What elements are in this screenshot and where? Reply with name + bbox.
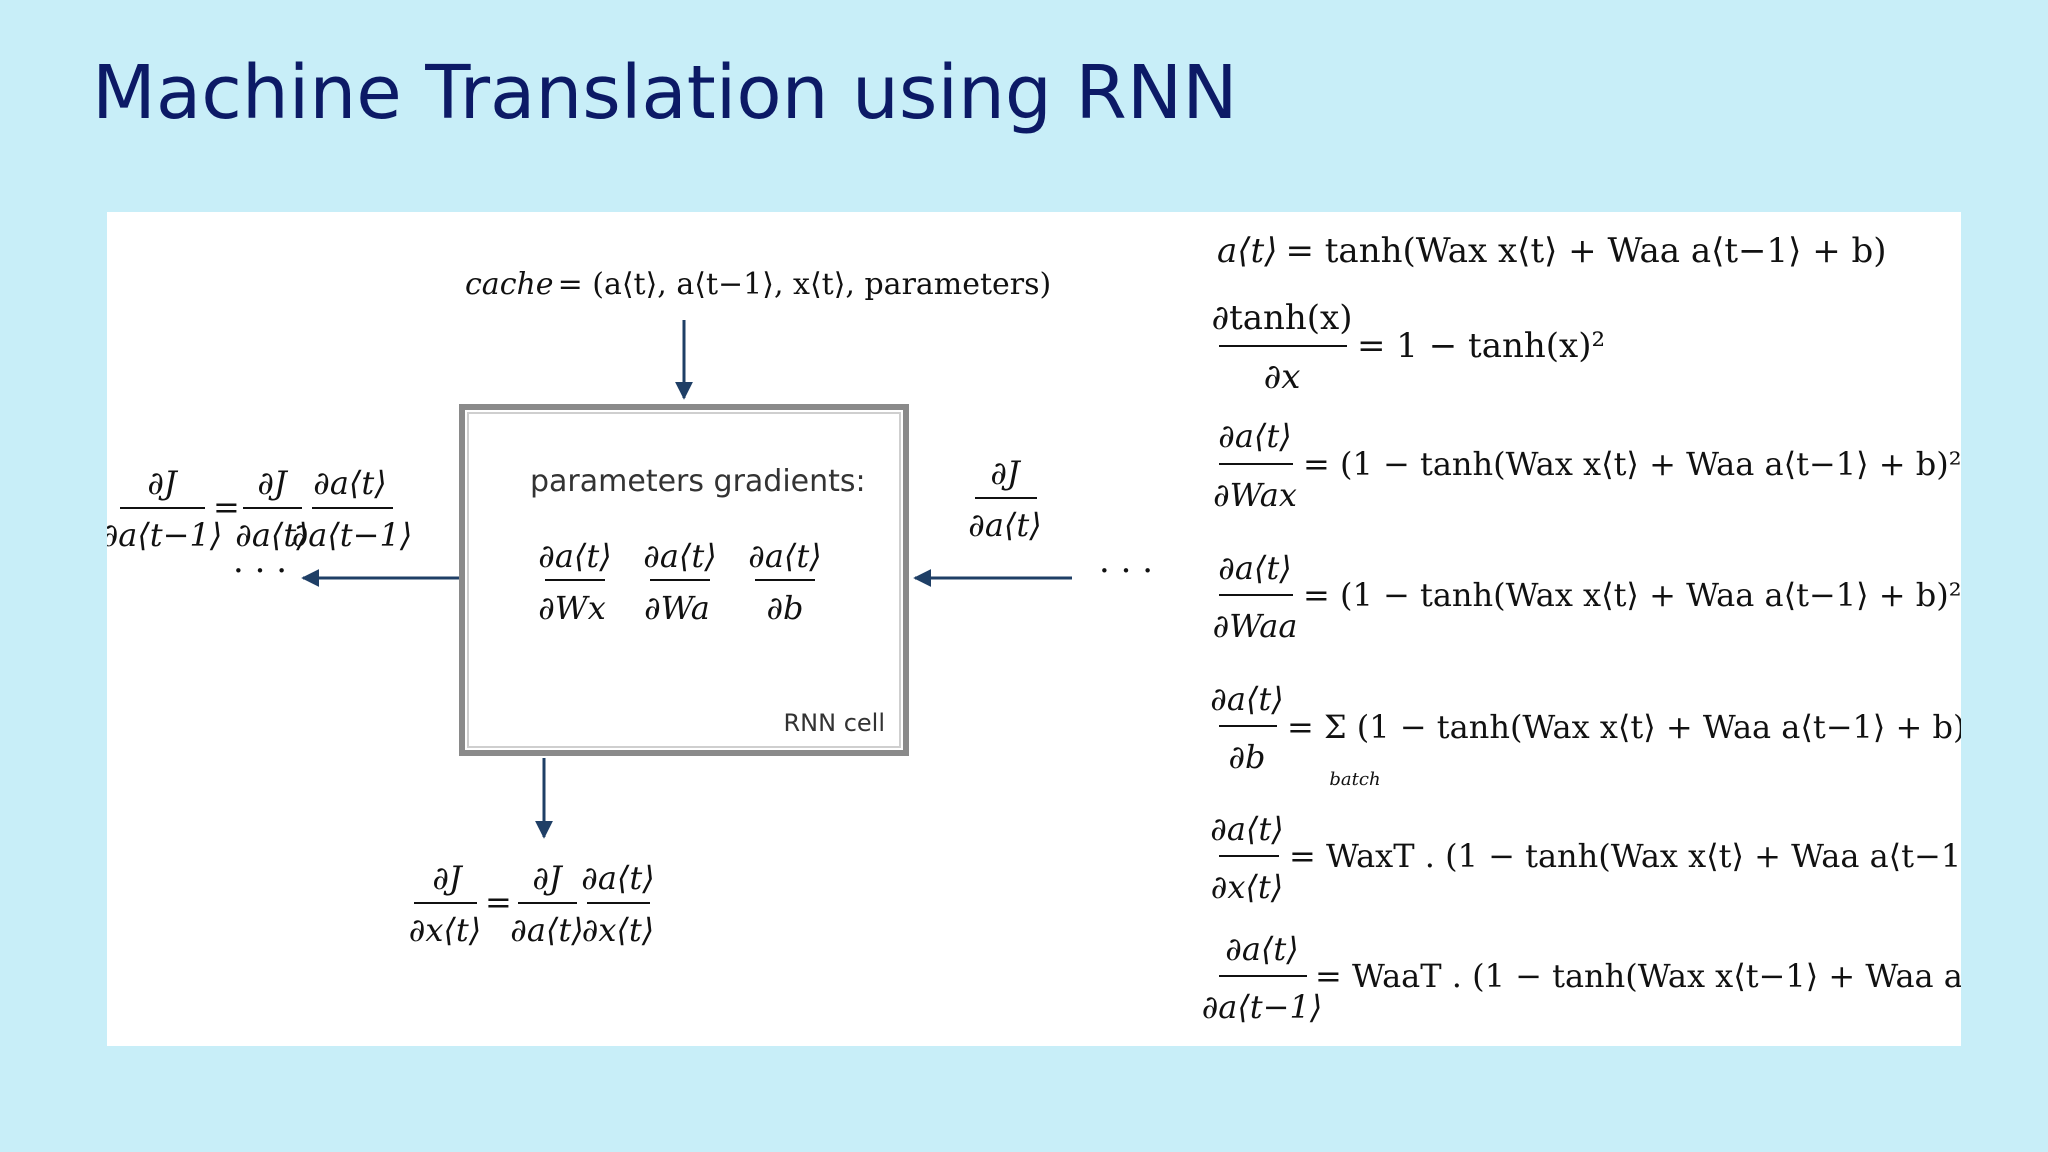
equation-forward: a⟨t⟩= tanh(Wax x⟨t⟩ + Waa a⟨t−1⟩ + b)	[1217, 231, 1887, 271]
svg-text:∂J: ∂J	[532, 859, 564, 897]
equation-d-wax: ∂a⟨t⟩ ∂Wax = (1 − tanh(Wax x⟨t⟩ + Waa a⟨…	[1213, 417, 1961, 514]
bottom-chain-rule: ∂J ∂x⟨t⟩ = ∂J ∂a⟨t⟩ ∂a⟨t⟩ ∂x⟨t⟩	[409, 859, 655, 949]
equations-list: a⟨t⟩= tanh(Wax x⟨t⟩ + Waa a⟨t−1⟩ + b) ∂t…	[1202, 231, 1961, 1026]
rnn-backprop-figure: cache= (a⟨t⟩, a⟨t−1⟩, x⟨t⟩, parameters) …	[107, 231, 1961, 1026]
svg-text:∂a⟨t⟩: ∂a⟨t⟩	[313, 464, 386, 502]
svg-text:= (1 − tanh(Wax x⟨t⟩ + Waa a⟨t: = (1 − tanh(Wax x⟨t⟩ + Waa a⟨t−1⟩ + b)²)…	[1303, 576, 1961, 614]
svg-text:∂tanh(x): ∂tanh(x)	[1211, 298, 1352, 338]
svg-text:= Σ (1 − tanh(Wax x⟨t⟩ + Waa a: = Σ (1 − tanh(Wax x⟨t⟩ + Waa a⟨t−1⟩ + b)…	[1287, 708, 1961, 746]
svg-text:∂Wa: ∂Wa	[644, 589, 710, 627]
content-panel: cache= (a⟨t⟩, a⟨t−1⟩, x⟨t⟩, parameters) …	[107, 212, 1961, 1046]
grad-wx-fraction: ∂a⟨t⟩ ∂Wx	[538, 537, 611, 627]
svg-text:∂a⟨t⟩: ∂a⟨t⟩	[1210, 680, 1283, 718]
equation-d-waa: ∂a⟨t⟩ ∂Waa = (1 − tanh(Wax x⟨t⟩ + Waa a⟨…	[1213, 549, 1961, 645]
equation-tanh-derivative: ∂tanh(x) ∂x = 1 − tanh(x)²	[1211, 298, 1605, 397]
right-ellipsis: · · ·	[1099, 551, 1153, 591]
svg-text:= WaxT . (1 − tanh(Wax x⟨t⟩ +: = WaxT . (1 − tanh(Wax x⟨t⟩ + Waa a⟨t−1⟩…	[1289, 837, 1961, 875]
svg-text:∂J: ∂J	[257, 464, 289, 502]
left-ellipsis: · · ·	[233, 551, 287, 591]
svg-text:∂b: ∂b	[1228, 738, 1265, 776]
svg-text:∂x: ∂x	[1264, 357, 1301, 397]
svg-text:∂Wx: ∂Wx	[538, 589, 605, 627]
incoming-gradient: ∂J ∂a⟨t⟩	[968, 454, 1041, 544]
cell-heading: parameters gradients:	[530, 464, 866, 499]
svg-text:∂a⟨t⟩: ∂a⟨t⟩	[538, 537, 611, 575]
svg-text:∂a⟨t⟩: ∂a⟨t⟩	[235, 516, 308, 554]
svg-text:a⟨t⟩= tanh(Wax x⟨t⟩ + Waa a⟨t−: a⟨t⟩= tanh(Wax x⟨t⟩ + Waa a⟨t−1⟩ + b)	[1217, 231, 1887, 271]
svg-text:∂Wax: ∂Wax	[1213, 476, 1297, 514]
svg-text:batch: batch	[1329, 769, 1380, 790]
svg-text:∂x⟨t⟩: ∂x⟨t⟩	[1211, 868, 1283, 906]
svg-text:∂a⟨t⟩: ∂a⟨t⟩	[510, 911, 583, 949]
grad-wa-fraction: ∂a⟨t⟩ ∂Wa	[643, 537, 716, 627]
svg-text:∂a⟨t⟩: ∂a⟨t⟩	[1218, 549, 1291, 587]
svg-text:= 1 − tanh(x)²: = 1 − tanh(x)²	[1357, 326, 1605, 366]
svg-text:= WaaT . (1 − tanh(Wax x⟨t−1⟩: = WaaT . (1 − tanh(Wax x⟨t−1⟩ + Waa a⟨t−…	[1315, 957, 1961, 995]
slide-title: Machine Translation using RNN	[92, 50, 1238, 136]
svg-text:∂a⟨t⟩: ∂a⟨t⟩	[748, 537, 821, 575]
svg-text:∂x⟨t⟩: ∂x⟨t⟩	[582, 911, 654, 949]
svg-text:∂x⟨t⟩: ∂x⟨t⟩	[409, 911, 481, 949]
svg-text:∂a⟨t−1⟩: ∂a⟨t−1⟩	[1202, 988, 1323, 1026]
cache-label: cache= (a⟨t⟩, a⟨t−1⟩, x⟨t⟩, parameters)	[465, 267, 1051, 302]
svg-text:∂J: ∂J	[432, 859, 464, 897]
svg-text:∂a⟨t−1⟩: ∂a⟨t−1⟩	[292, 516, 413, 554]
svg-text:∂a⟨t⟩: ∂a⟨t⟩	[581, 859, 654, 897]
svg-text:∂J: ∂J	[990, 454, 1022, 492]
equation-d-x: ∂a⟨t⟩ ∂x⟨t⟩ = WaxT . (1 − tanh(Wax x⟨t⟩ …	[1210, 810, 1961, 906]
svg-text:∂a⟨t⟩: ∂a⟨t⟩	[643, 537, 716, 575]
svg-text:∂a⟨t⟩: ∂a⟨t⟩	[1225, 930, 1298, 968]
svg-text:∂b: ∂b	[766, 589, 803, 627]
svg-text:∂a⟨t⟩: ∂a⟨t⟩	[1218, 417, 1291, 455]
grad-b-fraction: ∂a⟨t⟩ ∂b	[748, 537, 821, 627]
svg-text:∂a⟨t⟩: ∂a⟨t⟩	[1210, 810, 1283, 848]
left-chain-rule: ∂J ∂a⟨t−1⟩ = ∂J ∂a⟨t⟩ ∂a⟨t⟩ ∂a⟨t−1⟩	[107, 464, 412, 554]
rnn-diagram: cache= (a⟨t⟩, a⟨t−1⟩, x⟨t⟩, parameters) …	[107, 267, 1153, 949]
svg-text:∂J: ∂J	[147, 464, 179, 502]
svg-text:=: =	[485, 883, 512, 921]
svg-text:∂a⟨t−1⟩: ∂a⟨t−1⟩	[107, 516, 222, 554]
equation-d-b: ∂a⟨t⟩ ∂b = Σ (1 − tanh(Wax x⟨t⟩ + Waa a⟨…	[1210, 680, 1961, 790]
svg-text:∂Waa: ∂Waa	[1213, 607, 1298, 645]
cell-name: RNN cell	[783, 709, 885, 737]
svg-text:= (1 − tanh(Wax x⟨t⟩ + Waa a⟨t: = (1 − tanh(Wax x⟨t⟩ + Waa a⟨t−1⟩ + b)²)…	[1303, 445, 1961, 483]
svg-text:∂a⟨t⟩: ∂a⟨t⟩	[968, 506, 1041, 544]
equation-d-a-prev: ∂a⟨t⟩ ∂a⟨t−1⟩ = WaaT . (1 − tanh(Wax x⟨t…	[1202, 930, 1961, 1026]
svg-text:=: =	[213, 488, 240, 526]
